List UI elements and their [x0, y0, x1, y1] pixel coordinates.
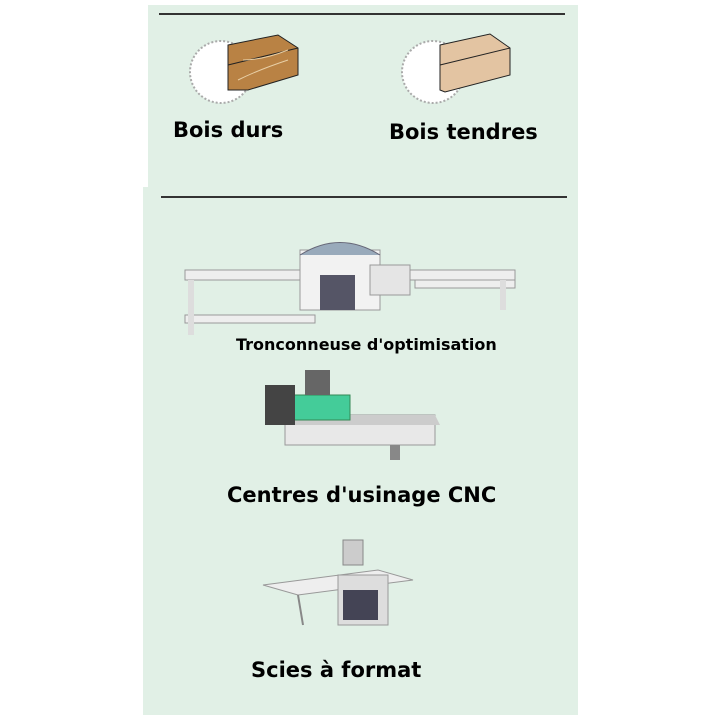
divider-top [159, 13, 565, 15]
machine-label-panel-saw: Scies à format [251, 658, 422, 682]
cnc-machine-image [265, 370, 440, 460]
wood-label-softwood: Bois tendres [389, 120, 538, 144]
wood-label-hardwood: Bois durs [173, 118, 284, 142]
hardwood-saw-icon [189, 34, 299, 104]
softwood-saw-icon [401, 33, 511, 104]
crosscut-saw-image [184, 242, 516, 335]
machine-label-cnc: Centres d'usinage CNC [227, 483, 497, 507]
divider-middle [161, 196, 567, 198]
machine-label-crosscut: Tronconneuse d'optimisation [236, 335, 497, 354]
panel-saw-image [262, 539, 414, 626]
